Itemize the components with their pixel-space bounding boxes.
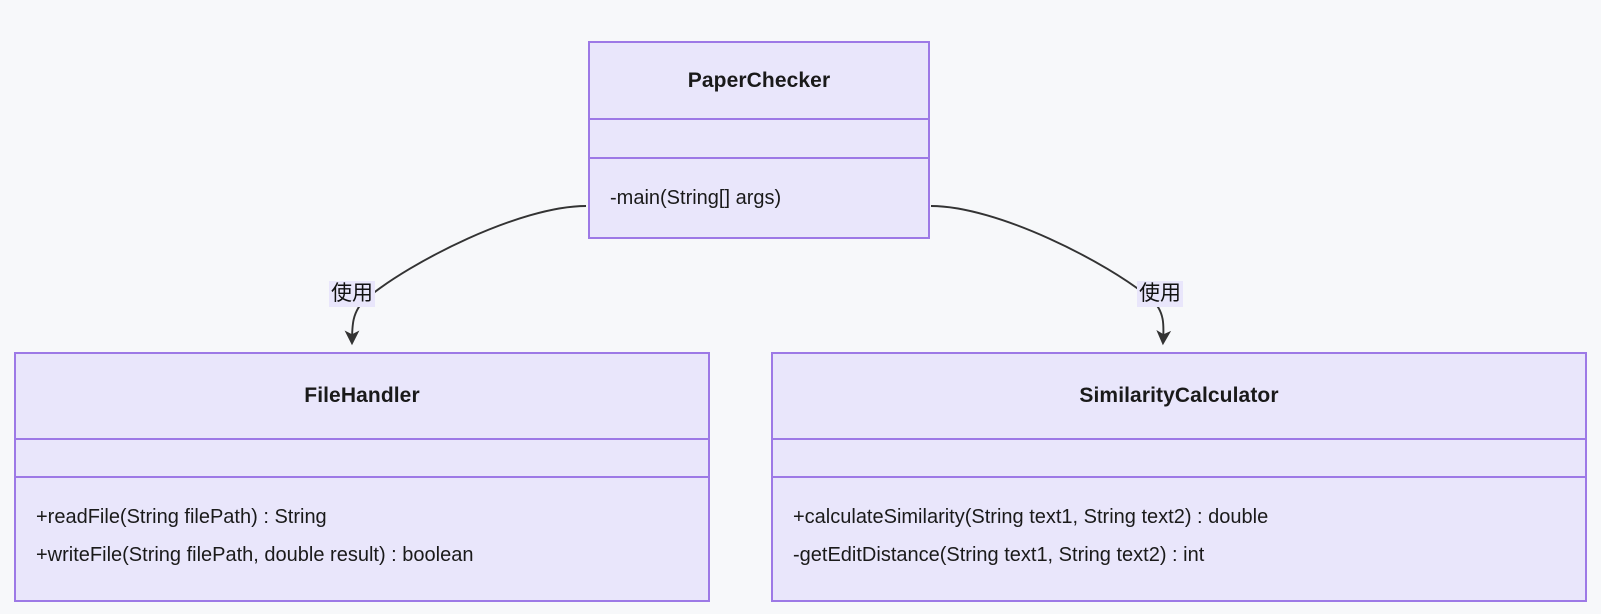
class-attributes-section-file-handler — [16, 440, 708, 478]
method-item: +readFile(String filePath) : String — [36, 506, 327, 528]
class-name-label: PaperChecker — [687, 68, 831, 92]
class-header-similarity-calculator: SimilarityCalculator — [773, 354, 1585, 440]
class-methods-section-similarity-calculator: +calculateSimilarity(String text1, Strin… — [773, 478, 1585, 600]
method-item: +writeFile(String filePath, double resul… — [36, 544, 474, 566]
empty-attributes-placeholder — [773, 440, 1585, 476]
edge-label-similaritycalculator: 使用 — [1137, 281, 1183, 307]
class-attributes-section-paper-checker — [590, 120, 928, 159]
empty-attributes-placeholder — [16, 440, 708, 476]
class-node-paper-checker[interactable]: PaperChecker -main(String[] args) — [588, 41, 930, 239]
class-name-label: FileHandler — [304, 384, 420, 407]
class-attributes-section-similarity-calculator — [773, 440, 1585, 478]
class-header-file-handler: FileHandler — [16, 354, 708, 440]
class-node-similarity-calculator[interactable]: SimilarityCalculator +calculateSimilarit… — [771, 352, 1587, 602]
method-item: -getEditDistance(String text1, String te… — [793, 544, 1205, 566]
edge-path-similaritycalculator — [930, 205, 1172, 346]
class-name-label: SimilarityCalculator — [1079, 384, 1279, 407]
method-item: +calculateSimilarity(String text1, Strin… — [793, 506, 1269, 528]
class-methods-section-file-handler: +readFile(String filePath) : String +wri… — [16, 478, 708, 600]
class-methods-section-paper-checker: -main(String[] args) — [590, 159, 928, 237]
edge-label-filehandler: 使用 — [329, 281, 375, 307]
empty-attributes-placeholder — [590, 120, 928, 157]
class-header-paper-checker: PaperChecker — [590, 43, 928, 120]
class-node-file-handler[interactable]: FileHandler +readFile(String filePath) :… — [14, 352, 710, 602]
edge-path-filehandler — [344, 205, 587, 346]
method-item: -main(String[] args) — [610, 187, 782, 209]
